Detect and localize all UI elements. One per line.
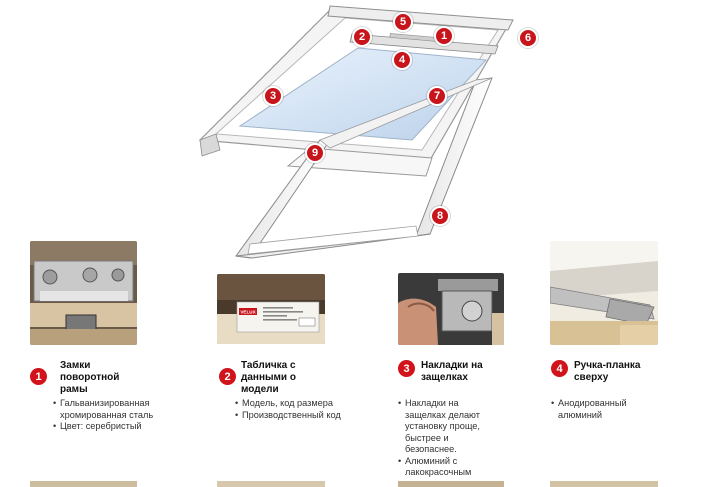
- feature-2-bullet: Производственный код: [235, 410, 365, 422]
- marker-6: 6: [518, 28, 538, 48]
- marker-2: 2: [352, 27, 372, 47]
- feature-3-bullets: Накладки на защелках делают установку пр…: [398, 398, 498, 487]
- marker-5: 5: [393, 12, 413, 32]
- feature-2-photo: VELUX: [217, 274, 325, 344]
- feature-2-badge: 2: [219, 368, 236, 385]
- feature-2-title: Табличка с данными о модели: [241, 360, 361, 396]
- marker-1: 1: [434, 26, 454, 46]
- feature-2-title-line: Табличка с: [241, 360, 296, 371]
- feature-1-title: Замки поворотной рамы: [60, 360, 180, 396]
- next-row-photo-3: [398, 481, 504, 487]
- latch-cover-photo: [398, 273, 504, 345]
- marker-3: 3: [263, 86, 283, 106]
- model-plate-photo: VELUX: [217, 274, 325, 344]
- feature-3-badge: 3: [398, 360, 415, 377]
- feature-1-bullets: Гальванизированная хромированная сталь Ц…: [53, 398, 173, 433]
- marker-9: 9: [305, 143, 325, 163]
- feature-3-photo: [398, 273, 504, 345]
- feature-1-bullet: Гальванизированная хромированная сталь: [53, 398, 173, 421]
- feature-4-title: Ручка-планка сверху: [574, 360, 684, 384]
- feature-3-title: Накладки на защелках: [421, 360, 531, 384]
- marker-7: 7: [427, 86, 447, 106]
- next-row-photo-4: [550, 481, 658, 487]
- feature-4-title-line: сверху: [574, 372, 609, 383]
- feature-4-bullets: Анодированный алюминий: [551, 398, 671, 421]
- feature-2-bullet: Модель, код размера: [235, 398, 365, 410]
- feature-1-badge: 1: [30, 368, 47, 385]
- top-handle-bar-photo: [550, 241, 658, 345]
- feature-3-bullet: Накладки на защелках делают установку пр…: [398, 398, 498, 456]
- feature-2-title-line: модели: [241, 384, 279, 395]
- marker-4: 4: [392, 50, 412, 70]
- feature-3-title-line: Накладки на: [421, 360, 483, 371]
- marker-8: 8: [430, 206, 450, 226]
- feature-3-title-line: защелках: [421, 372, 468, 383]
- roof-window-illustration: 5 2 1 6 4 3 7 9 8: [180, 0, 560, 262]
- feature-1-title-line: Замки: [60, 360, 91, 371]
- feature-4-badge: 4: [551, 360, 568, 377]
- feature-2-bullets: Модель, код размера Производственный код: [235, 398, 365, 421]
- feature-4-title-line: Ручка-планка: [574, 360, 641, 371]
- feature-2-title-line: данными о: [241, 372, 296, 383]
- feature-1-title-line: рамы: [60, 384, 88, 395]
- feature-1-photo: [30, 241, 137, 345]
- plate-brand-text: VELUX: [240, 310, 256, 315]
- feature-1-bullet: Цвет: серебристый: [53, 421, 173, 433]
- next-row-photo-2: [217, 481, 325, 487]
- next-row-photo-1: [30, 481, 137, 487]
- feature-4-photo: [550, 241, 658, 345]
- feature-1-title-line: поворотной: [60, 372, 120, 383]
- sash-lock-photo: [30, 241, 137, 345]
- feature-4-bullet: Анодированный алюминий: [551, 398, 671, 421]
- roof-window-drawing: [198, 5, 514, 259]
